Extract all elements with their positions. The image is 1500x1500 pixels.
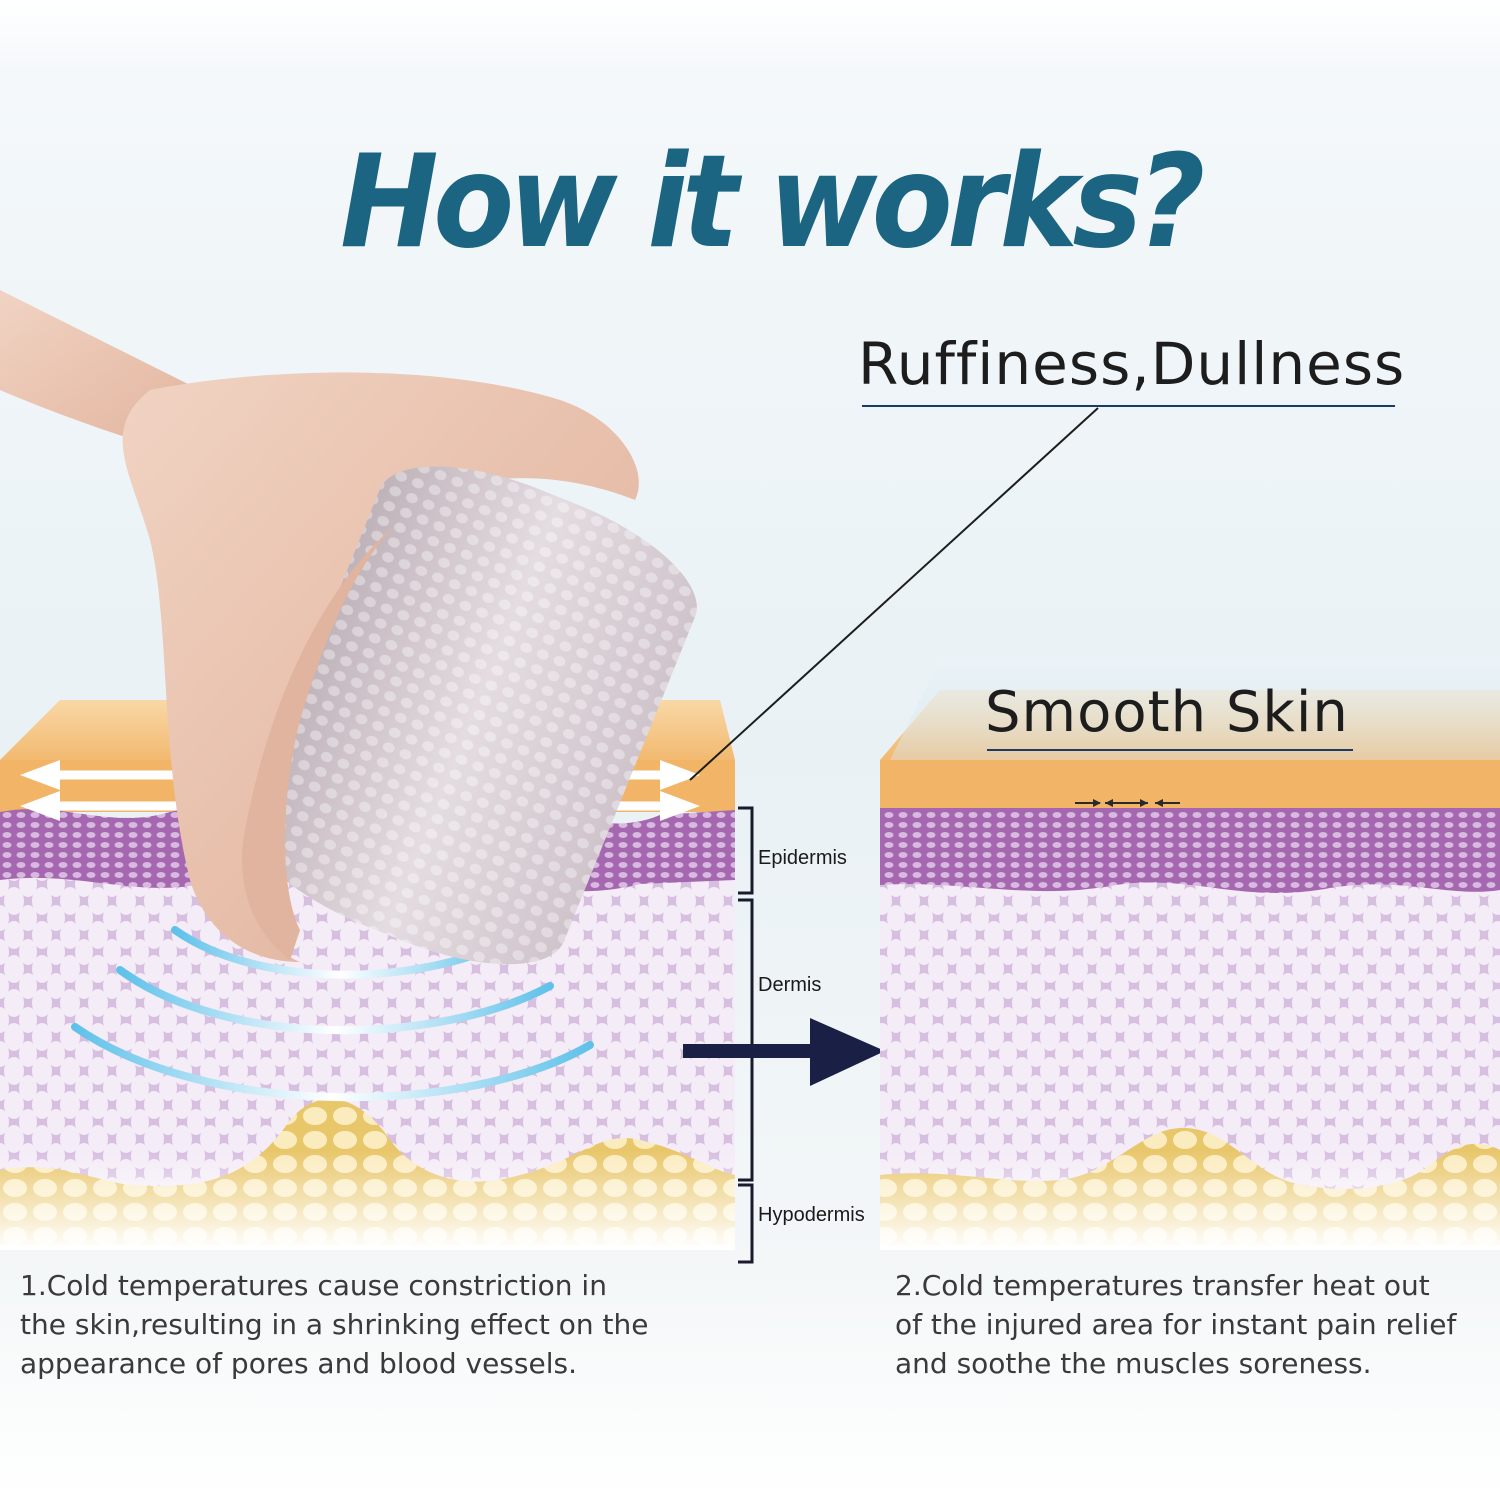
transition-arrow [683,1018,885,1086]
ice-roller [0,290,697,965]
caption-line: of the injured area for instant pain rel… [895,1308,1457,1341]
skin-block-after [880,660,1500,1250]
caption-line: the skin,resulting in a shrinking effect… [20,1308,649,1341]
caption-step-1: 1.Cold temperatures cause constriction i… [20,1266,700,1383]
layer-label-hypodermis: Hypodermis [758,1204,865,1226]
after-state-label: Smooth Skin [985,680,1349,745]
caption-line: and soothe the muscles soreness. [895,1347,1372,1380]
page-title: How it works? [340,128,1205,277]
layer-brackets [738,806,754,1264]
before-state-label: Ruffiness,Dullness [858,330,1406,398]
layer-label-epidermis: Epidermis [758,847,847,869]
leader-line [689,407,1099,781]
caption-line: appearance of pores and blood vessels. [20,1347,577,1380]
caption-line: 2.Cold temperatures transfer heat out [895,1269,1430,1302]
caption-step-2: 2.Cold temperatures transfer heat out of… [895,1266,1495,1383]
layer-label-dermis: Dermis [758,974,822,996]
caption-line: 1.Cold temperatures cause constriction i… [20,1269,607,1302]
